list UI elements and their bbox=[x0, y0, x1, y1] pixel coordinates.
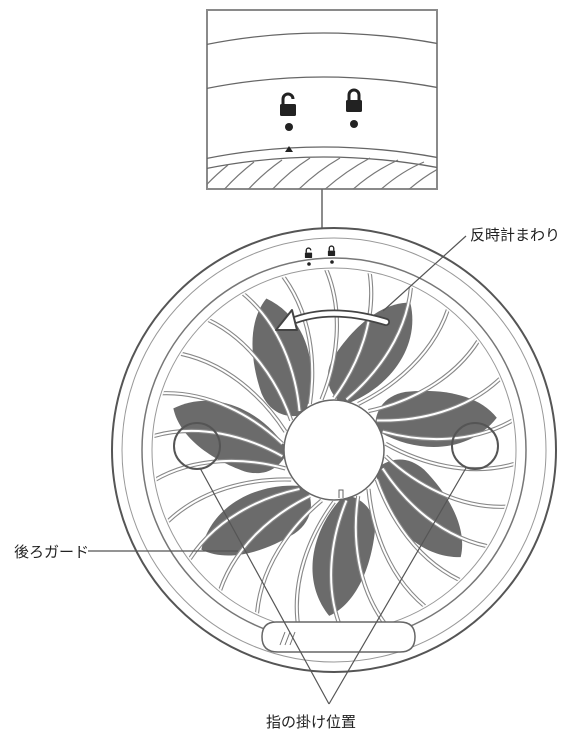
unlock-dot-small bbox=[307, 262, 311, 266]
guard-spoke bbox=[354, 495, 392, 630]
rear-guard-label: 後ろガード bbox=[14, 543, 90, 561]
fan-blade bbox=[327, 302, 413, 406]
guard-spoke bbox=[160, 478, 292, 529]
guard-spoke bbox=[357, 300, 452, 405]
guard-spoke bbox=[384, 455, 514, 508]
guard-spoke bbox=[333, 270, 373, 399]
lock-dot bbox=[350, 120, 358, 128]
guard-spoke bbox=[385, 442, 514, 471]
center-hub bbox=[283, 399, 385, 501]
guard-spoke bbox=[154, 459, 286, 486]
guard-spoke bbox=[276, 270, 314, 405]
guard-spoke bbox=[199, 315, 293, 421]
finger-position-circle-left bbox=[173, 422, 221, 470]
guard-spoke bbox=[255, 499, 323, 623]
guard-spoke bbox=[154, 429, 283, 458]
leader-line-finger-right bbox=[328, 467, 467, 705]
counterclockwise-label: 反時計まわり bbox=[470, 226, 561, 244]
finger-position-label: 指の掛け位置 bbox=[266, 713, 357, 731]
fan-body bbox=[111, 227, 557, 673]
guard-spoke bbox=[367, 488, 433, 613]
guard-spoke bbox=[345, 277, 413, 401]
finger-position-circle-right bbox=[451, 422, 499, 470]
fan-blade bbox=[201, 485, 311, 556]
curved-arrow-icon bbox=[275, 309, 390, 331]
guard-spoke bbox=[235, 287, 301, 412]
lock-dot-small bbox=[330, 260, 334, 264]
fan-blade bbox=[312, 494, 375, 616]
guard-spoke bbox=[154, 392, 284, 445]
unlock-dot bbox=[285, 123, 293, 131]
guard-spoke bbox=[216, 495, 311, 600]
guard-spoke bbox=[295, 501, 335, 630]
triangle-up-icon bbox=[285, 146, 293, 152]
leader-line-finger-left bbox=[199, 467, 330, 705]
guard-spoke bbox=[381, 467, 497, 549]
guard-spokes bbox=[154, 270, 514, 630]
guard-spoke bbox=[376, 371, 508, 422]
inset-grill-bars bbox=[207, 157, 437, 189]
guard-spoke bbox=[375, 479, 469, 585]
guard-spoke bbox=[382, 414, 514, 441]
lock-detail-inset bbox=[206, 9, 438, 190]
bottom-handle bbox=[261, 621, 416, 653]
fan-blade bbox=[375, 390, 497, 447]
outer-ring-inner-edge bbox=[121, 237, 547, 663]
hub-notch bbox=[338, 489, 344, 498]
leader-line-ccw bbox=[382, 235, 467, 312]
guard-spoke bbox=[368, 332, 484, 413]
guard-spoke bbox=[320, 270, 338, 400]
guard-spoke bbox=[171, 351, 287, 433]
